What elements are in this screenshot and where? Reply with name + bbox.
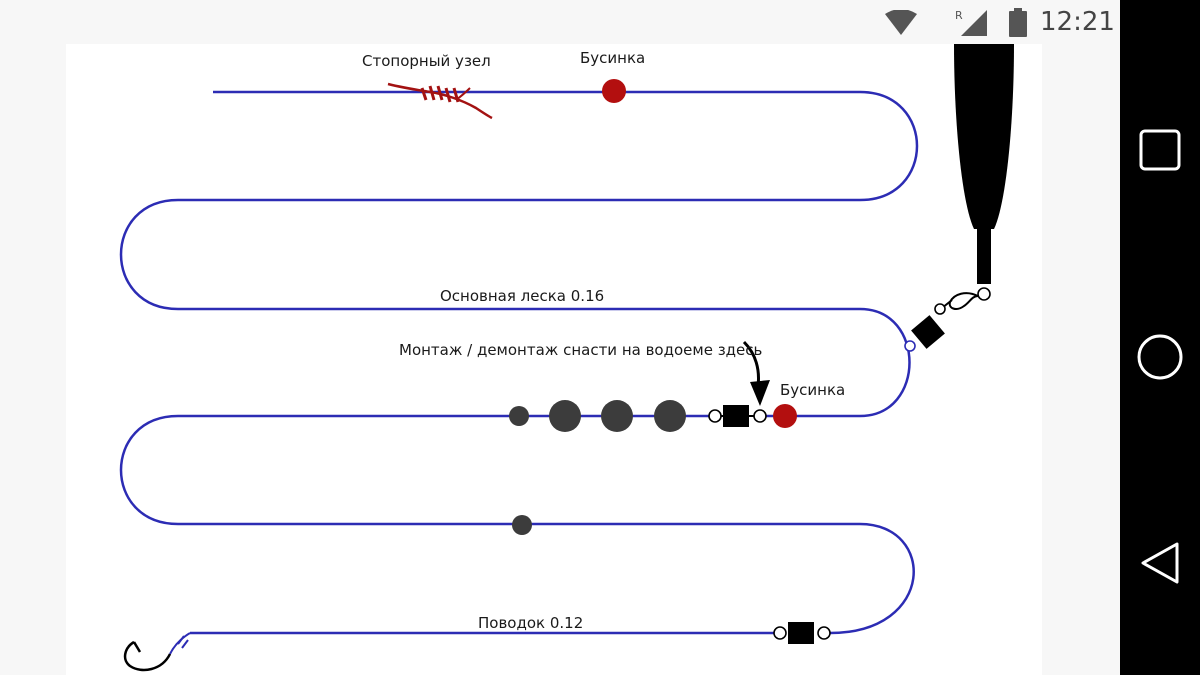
recents-button[interactable] — [1135, 125, 1185, 175]
hook-icon — [123, 632, 191, 672]
wifi-icon — [885, 10, 917, 35]
status-time: 12:21 — [1040, 7, 1115, 37]
stopper-knot-icon — [387, 82, 493, 120]
status-bar: R 12:21 — [0, 0, 1120, 44]
label-stopper-knot: Стопорный узел — [362, 52, 491, 70]
back-button[interactable] — [1135, 538, 1185, 588]
swivel-ring-lower-left — [773, 626, 787, 640]
snap-icon — [934, 287, 991, 315]
bead-middle — [773, 404, 797, 428]
swivel-ring-upper — [904, 340, 916, 352]
label-assembly-note: Монтаж / демонтаж снасти на водоеме здес… — [399, 341, 763, 359]
roaming-indicator: R — [955, 9, 963, 22]
swivel-icon-lower — [788, 622, 814, 644]
sinker-lower — [512, 515, 532, 535]
bead-top — [602, 79, 626, 103]
label-bead-top: Бусинка — [580, 49, 646, 67]
home-icon — [1137, 334, 1183, 380]
home-button[interactable] — [1135, 332, 1185, 382]
signal-roaming-icon: R — [955, 9, 987, 36]
fishing-rig-diagram — [119, 44, 1014, 672]
label-bead-middle: Бусинка — [780, 381, 846, 399]
label-leader: Поводок 0.12 — [478, 614, 584, 632]
navigation-bar — [1120, 0, 1200, 675]
sinker-small — [509, 406, 529, 426]
swivel-icon-middle — [723, 405, 749, 427]
battery-icon — [1009, 8, 1027, 37]
main-line — [119, 90, 919, 418]
swivel-ring-lower-right — [817, 626, 831, 640]
arrow-icon — [742, 340, 770, 406]
sinker-2 — [601, 400, 633, 432]
back-icon — [1141, 542, 1179, 584]
swivel-ring-right — [753, 409, 767, 423]
recents-icon — [1139, 129, 1181, 171]
swivel-ring-left — [708, 409, 722, 423]
swivel-icon-upper — [911, 315, 945, 349]
label-main-line: Основная леска 0.16 — [440, 287, 605, 305]
sinker-1 — [549, 400, 581, 432]
diagram-image: Стопорный узел Бусинка Основная леска 0.… — [66, 44, 1042, 675]
float-icon — [954, 44, 1014, 284]
sinker-3 — [654, 400, 686, 432]
